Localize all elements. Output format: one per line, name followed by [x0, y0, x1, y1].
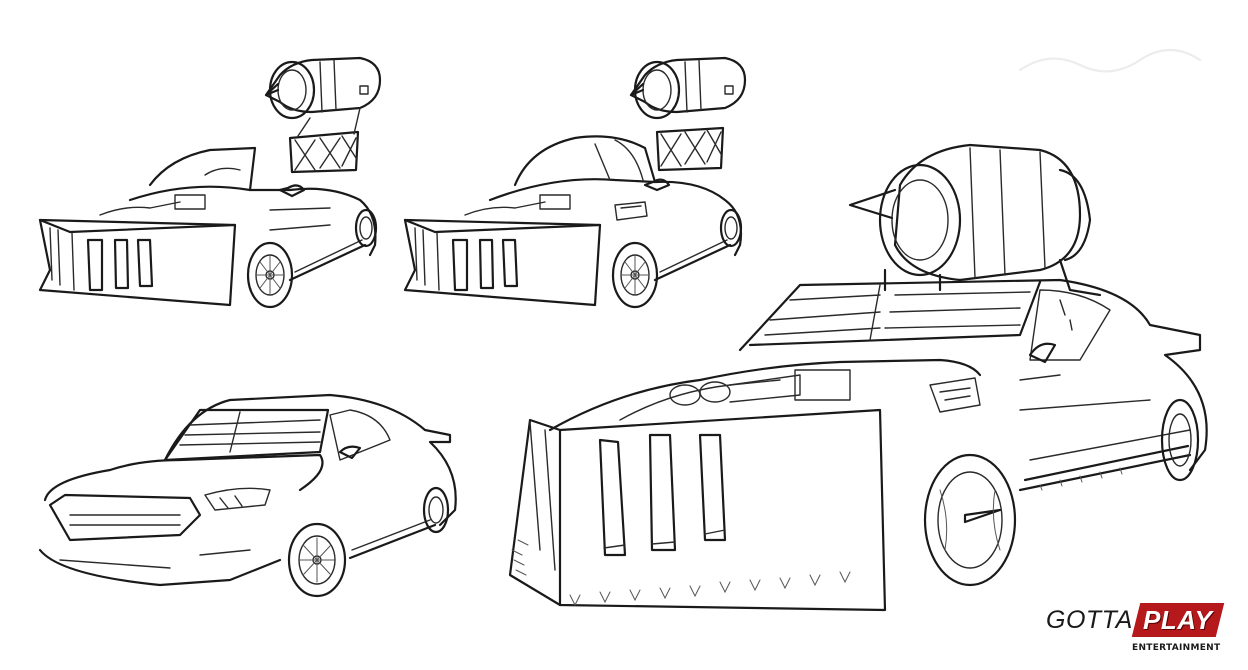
erased-scribble: [1010, 30, 1210, 90]
sketch-convertible-plow-cannon: [30, 40, 400, 320]
sketch-coupe-plow-cannon: [395, 40, 765, 320]
car-sketch-icon: [38, 56, 382, 309]
car-sketch-icon: [403, 56, 747, 309]
car-sketch-icon: [38, 393, 457, 598]
sketch-sedan-armored-windshield: [30, 380, 470, 610]
car-sketch-icon: [508, 143, 1208, 612]
sketch-sedan-plow-cannon-large: [500, 130, 1220, 620]
logo-word-gotta: GOTTA: [1046, 606, 1133, 634]
logo-word-play: PLAY: [1143, 605, 1213, 635]
gotta-play-logo: GOTTA PLAY ENTERTAINMENT: [1040, 600, 1230, 660]
logo-tagline: ENTERTAINMENT: [1132, 643, 1221, 653]
